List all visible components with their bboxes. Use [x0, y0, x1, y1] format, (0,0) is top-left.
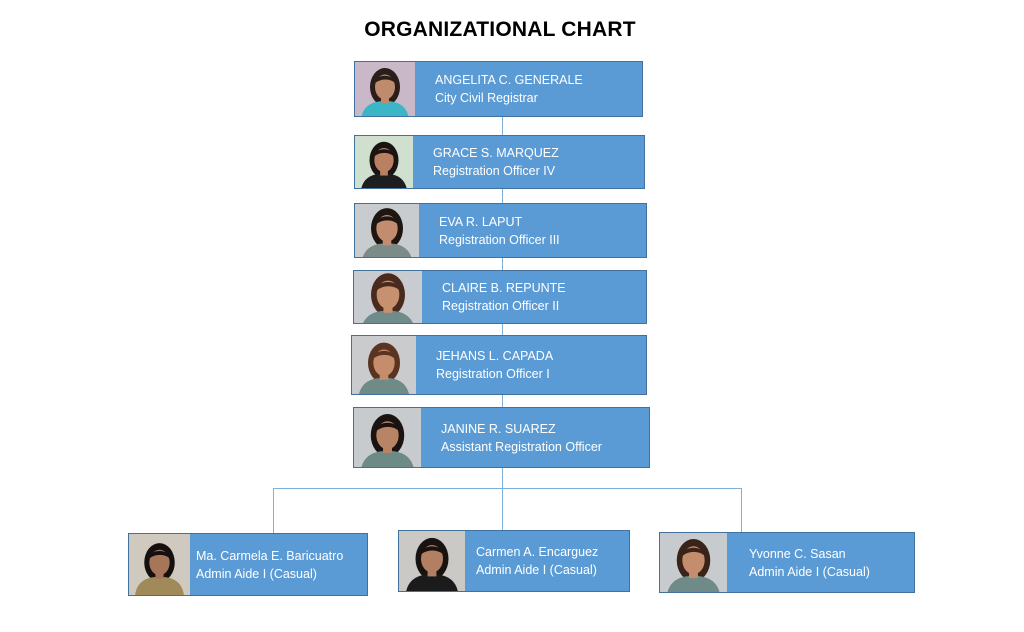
org-card-registration-officer-iii: EVA R. LAPUT Registration Officer III — [354, 203, 647, 258]
person-name: JEHANS L. CAPADA — [436, 349, 554, 363]
connector-line — [502, 116, 503, 136]
chart-title: ORGANIZATIONAL CHART — [364, 18, 636, 41]
connector-line — [741, 488, 742, 533]
connector-line — [273, 488, 274, 534]
person-photo — [354, 271, 422, 323]
org-card-registration-officer-i: JEHANS L. CAPADA Registration Officer I — [351, 335, 647, 395]
person-name: JANINE R. SUAREZ — [441, 421, 556, 436]
org-card-civil-registrar: ANGELITA C. GENERALE City Civil Registrar — [354, 61, 643, 117]
person-name: GRACE S. MARQUEZ — [433, 146, 559, 160]
person-name: Carmen A. Encarguez — [476, 545, 599, 559]
org-card-assistant-registration-officer: JANINE R. SUAREZ Assistant Registration O… — [353, 407, 650, 468]
person-position: Registration Officer II — [442, 299, 560, 313]
person-position: City Civil Registrar — [435, 91, 538, 105]
person-photo — [354, 408, 421, 467]
person-name: Yvonne C. Sasan — [749, 546, 846, 561]
person-position: Admin Aide I (Casual) — [476, 563, 597, 577]
portrait-image — [355, 204, 419, 257]
person-photo — [660, 533, 727, 592]
portrait-image — [129, 534, 190, 595]
connector-line — [502, 488, 503, 531]
person-name: Ma. Carmela E. Baricuatro — [196, 548, 344, 563]
person-position: Registration Officer I — [436, 367, 550, 381]
person-photo — [355, 136, 413, 188]
person-photo — [355, 204, 419, 257]
org-card-registration-officer-iv: GRACE S. MARQUEZ Registration Officer IV — [354, 135, 645, 189]
portrait-image — [354, 271, 422, 323]
person-position: Registration Officer III — [439, 232, 560, 247]
portrait-image — [355, 62, 415, 116]
connector-line — [502, 467, 503, 488]
person-photo — [129, 534, 190, 595]
person-position: Registration Officer IV — [433, 164, 556, 178]
portrait-image — [660, 533, 727, 592]
person-name: ANGELITA C. GENERALE — [435, 73, 583, 87]
connector-line — [502, 188, 503, 204]
person-position: Admin Aide I (Casual) — [749, 564, 870, 579]
connector-line — [502, 323, 503, 335]
person-photo — [399, 531, 465, 591]
person-position: Admin Aide I (Casual) — [196, 566, 317, 581]
portrait-image — [354, 408, 421, 467]
person-name: EVA R. LAPUT — [439, 214, 523, 229]
portrait-image — [352, 336, 416, 394]
person-photo — [355, 62, 415, 116]
connector-line — [502, 257, 503, 271]
connector-line — [273, 488, 741, 489]
person-photo — [352, 336, 416, 394]
person-name: CLAIRE B. REPUNTE — [442, 281, 566, 295]
connector-line — [502, 394, 503, 408]
org-card-registration-officer-ii: CLAIRE B. REPUNTE Registration Officer II — [353, 270, 647, 324]
person-position: Assistant Registration Officer — [441, 439, 602, 454]
portrait-image — [399, 531, 465, 591]
portrait-image — [355, 136, 413, 188]
